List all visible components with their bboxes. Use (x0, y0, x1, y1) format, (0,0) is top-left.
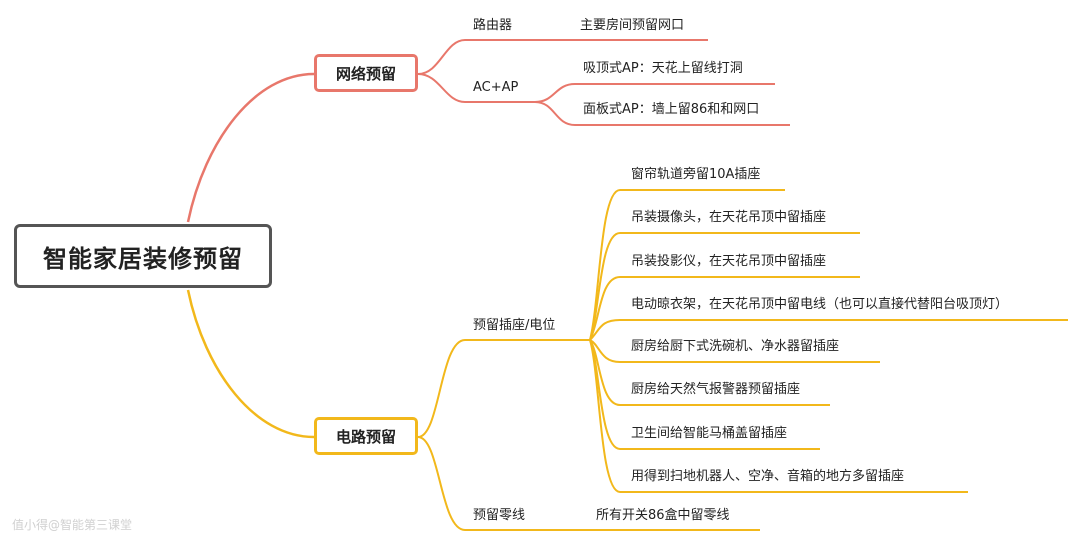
root-node[interactable]: 智能家居装修预留 (14, 224, 272, 288)
topic-socket-item[interactable]: 厨房给厨下式洗碗机、净水器留插座 (631, 339, 840, 354)
topic-socket-item[interactable]: 电动晾衣架，在天花吊顶中留电线（也可以直接代替阳台吸顶灯） (631, 297, 1009, 312)
topic-socket-item[interactable]: 窗帘轨道旁留10A插座 (631, 167, 761, 182)
connector-network-router (417, 39, 575, 75)
topic-socket-item[interactable]: 用得到扫地机器人、空净、音箱的地方多留插座 (631, 469, 905, 484)
topic-socket-item[interactable]: 吊装投影仪，在天花吊顶中留插座 (631, 254, 827, 269)
topic-socket-item[interactable]: 卫生间给智能马桶盖留插座 (631, 426, 788, 441)
connector-network-acap (417, 73, 535, 103)
connector-electric-neutral (417, 436, 590, 531)
topic-acap[interactable]: AC+AP (473, 80, 519, 95)
connector-root-network (186, 72, 315, 223)
topic-neutral[interactable]: 预留零线 (473, 508, 526, 523)
branch-network[interactable]: 网络预留 (314, 54, 418, 92)
socket-item-connectors (589, 189, 1068, 493)
topic-router-detail[interactable]: 主要房间预留网口 (580, 18, 685, 33)
topic-socket-item[interactable]: 厨房给天然气报警器预留插座 (631, 382, 801, 397)
watermark-text: 值小得@智能第三课堂 (12, 518, 133, 532)
topic-socket-item[interactable]: 吊装摄像头，在天花吊顶中留插座 (631, 210, 827, 225)
connector-root-electric (186, 289, 315, 439)
topic-acap-item[interactable]: 吸顶式AP：天花上留线打洞 (583, 61, 743, 76)
connector-acap-item1 (534, 83, 775, 103)
topic-sockets[interactable]: 预留插座/电位 (473, 318, 556, 333)
connector-acap-item2 (534, 101, 790, 126)
connector-electric-sockets (417, 339, 590, 438)
branch-electric[interactable]: 电路预留 (314, 417, 418, 455)
topic-acap-item[interactable]: 面板式AP：墙上留86和和网口 (583, 102, 760, 117)
topic-router[interactable]: 路由器 (473, 18, 513, 33)
topic-neutral-detail[interactable]: 所有开关86盒中留零线 (596, 508, 730, 523)
